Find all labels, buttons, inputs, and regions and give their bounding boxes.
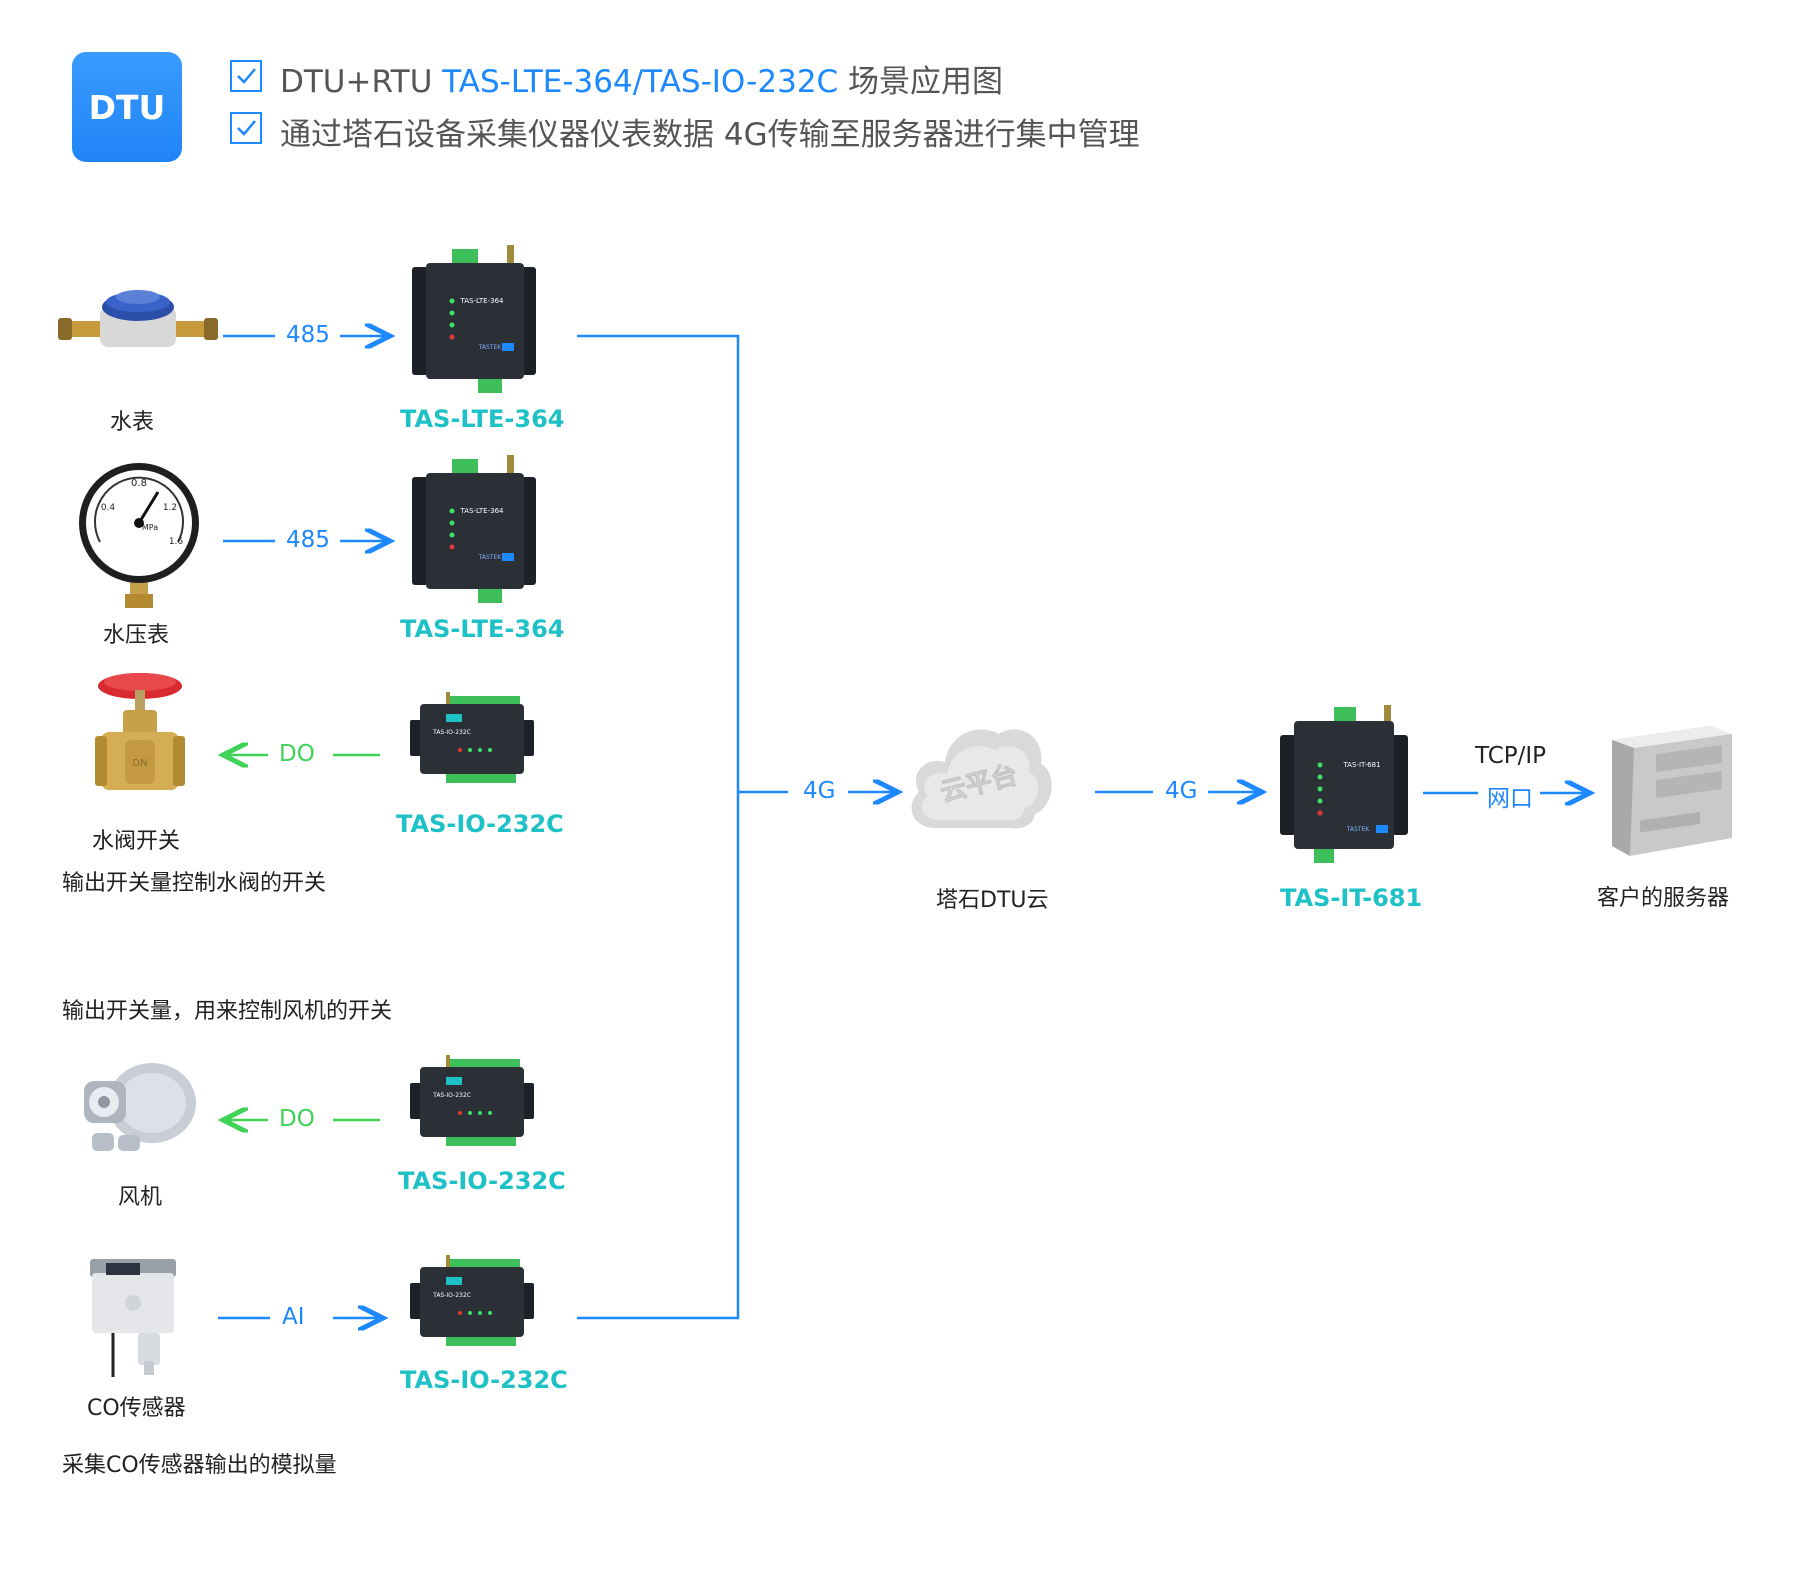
device-print: TAS-IO-232C <box>432 1292 471 1299</box>
cloud-platform-icon: 云平台 <box>911 729 1052 829</box>
gateway-model-label: TAS-LTE-364 <box>400 615 565 643</box>
bus-line <box>577 334 740 1320</box>
link-label: DO <box>279 741 315 767</box>
link-label: 485 <box>286 322 330 348</box>
lte-gateway-device: TAS-LTE-364 TASTEK <box>412 245 536 393</box>
device-name: CO传感器 <box>87 1396 186 1421</box>
checkbox-icon <box>230 60 262 92</box>
io-module-device: TAS-IO-232C <box>410 692 534 783</box>
gauge-tick: 1.2 <box>163 503 177 513</box>
header-suffix: 场景应用图 <box>848 64 1004 100</box>
device-print: TAS-LTE-364 <box>459 507 504 515</box>
header-models: TAS-LTE-364/TAS-IO-232C <box>442 64 839 100</box>
bus-link-label: 4G <box>803 778 836 804</box>
co-sensor-icon <box>90 1259 176 1377</box>
row-note: 输出开关量，用来控制风机的开关 <box>62 999 393 1024</box>
dtu-badge-text: DTU <box>88 87 166 127</box>
gateway-model-label: TAS-IO-232C <box>396 810 564 838</box>
water-meter-icon <box>58 290 218 347</box>
pressure-gauge-icon: 0.8 0.4 1.2 1.6 MPa <box>79 463 199 608</box>
gateway-model-label: TAS-IO-232C <box>398 1167 566 1195</box>
device-name: 水压表 <box>103 623 170 648</box>
fan-blower-icon <box>84 1063 196 1151</box>
link-label: AI <box>282 1304 305 1330</box>
server-link-protocol: TCP/IP <box>1475 743 1547 769</box>
gauge-tick: 1.6 <box>169 537 184 547</box>
valve-mark: DN <box>132 758 147 769</box>
device-name: 水阀开关 <box>92 829 181 854</box>
header-line-1: DTU+RTU TAS-LTE-364/TAS-IO-232C 场景应用图 <box>280 56 1003 101</box>
device-print: TAS-IO-232C <box>432 729 471 736</box>
gateway-model-label: TAS-LTE-364 <box>400 405 565 433</box>
device-print: TAS-IT-681 <box>1342 761 1380 769</box>
checkbox-icon <box>230 112 262 144</box>
gateway-model-label: TAS-IT-681 <box>1280 884 1423 912</box>
device-brand: TASTEK <box>478 554 503 561</box>
device-print: TAS-LTE-364 <box>459 297 504 305</box>
device-print: TAS-IO-232C <box>432 1092 471 1099</box>
server-icon <box>1612 726 1732 856</box>
io-module-device: TAS-IO-232C <box>410 1255 534 1346</box>
dtu-badge: DTU <box>72 52 182 162</box>
gauge-tick: 0.4 <box>101 503 116 513</box>
row-note: 采集CO传感器输出的模拟量 <box>62 1453 337 1478</box>
cloud-name: 塔石DTU云 <box>936 888 1049 913</box>
device-name: 水表 <box>110 410 155 435</box>
link-label: 485 <box>286 527 330 553</box>
server-name: 客户的服务器 <box>1597 886 1730 911</box>
header-prefix: DTU+RTU <box>280 64 433 100</box>
header-line-2: 通过塔石设备采集仪器仪表数据 4G传输至服务器进行集中管理 <box>280 117 1140 153</box>
gauge-tick: 0.8 <box>131 478 147 489</box>
link-label: DO <box>279 1106 315 1132</box>
server-link-port: 网口 <box>1487 786 1533 812</box>
device-name: 风机 <box>118 1185 163 1210</box>
device-brand: TASTEK <box>1346 826 1371 833</box>
device-brand: TASTEK <box>478 344 503 351</box>
gauge-unit: MPa <box>142 523 158 532</box>
row-note: 输出开关量控制水阀的开关 <box>62 871 327 896</box>
gateway-model-label: TAS-IO-232C <box>400 1366 568 1394</box>
cloud-link-label: 4G <box>1165 778 1198 804</box>
it-gateway-device: TAS-IT-681 TASTEK <box>1280 705 1408 863</box>
lte-gateway-device: TAS-LTE-364 TASTEK <box>412 455 536 603</box>
valve-icon: DN <box>95 673 185 790</box>
io-module-device: TAS-IO-232C <box>410 1055 534 1146</box>
